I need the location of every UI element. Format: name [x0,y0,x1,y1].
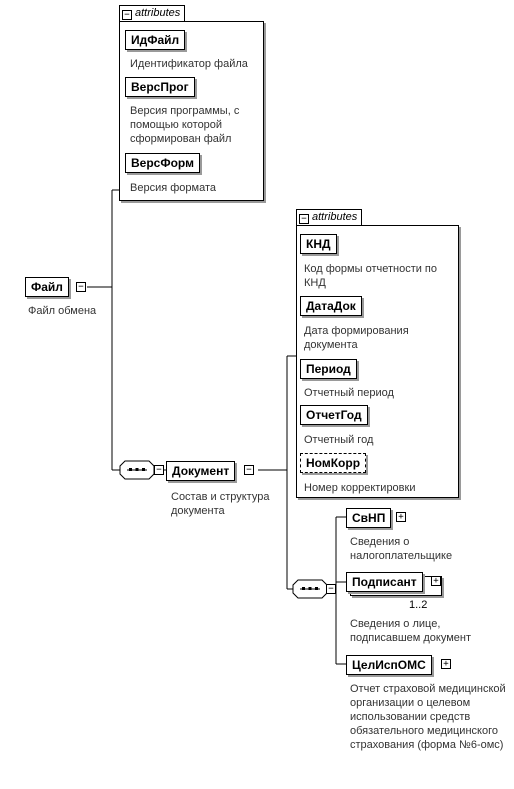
attr-datadok-box[interactable]: ДатаДок [300,296,362,316]
attr-versprog-box[interactable]: ВерсПрог [125,77,195,97]
child-podpisant-desc: Сведения о лице, подписавшем документ [350,618,472,644]
attr-otchetgod-box[interactable]: ОтчетГод [300,405,368,425]
child-celispoms-box[interactable]: ЦелИспОМС [346,655,432,675]
attr-period-label: Период [306,362,351,376]
root-element-label: Файл [31,280,63,294]
file-attributes-tab[interactable]: −attributes [119,5,186,21]
attr-versform-box[interactable]: ВерсФорм [125,153,200,173]
attr-idfile-desc: Идентификатор файла [130,58,248,70]
attr-idfile-label: ИдФайл [131,33,180,47]
doc-attributes-collapse-icon[interactable]: − [299,214,309,224]
child-svnp-expand-icon[interactable]: + [396,512,406,522]
attr-otchetgod-desc: Отчетный год [304,434,374,446]
attr-knd-box[interactable]: КНД [300,234,337,254]
document-collapse-icon[interactable]: − [244,465,254,475]
attr-idfile-box[interactable]: ИдФайл [125,30,186,50]
file-attributes-tab-label: attributes [135,7,181,19]
child-celispoms-expand-icon[interactable]: + [441,659,451,669]
attr-versform-label: ВерсФорм [131,156,194,170]
attr-otchetgod-label: ОтчетГод [306,408,362,422]
child-sequence-collapse-icon[interactable]: − [326,584,336,594]
document-element-box[interactable]: Документ [166,461,236,481]
attr-versform-desc: Версия формата [130,182,216,194]
attr-versprog-desc: Версия программы, с помощью которой сфор… [130,105,240,145]
attr-knd-desc: Код формы отчетности по КНД [304,263,438,289]
child-svnp-desc: Сведения о налогоплательщике [350,536,453,562]
root-collapse-icon[interactable]: − [76,282,86,292]
attr-nomkorr-box[interactable]: НомКорр [300,453,367,473]
child-podpisant-expand-icon[interactable]: + [431,576,441,586]
child-sequence-compositor-icon[interactable] [292,579,328,599]
child-svnp-box[interactable]: СвНП [346,508,392,528]
attr-period-desc: Отчетный период [304,387,394,399]
file-attributes-collapse-icon[interactable]: − [122,10,132,20]
attr-nomkorr-label: НомКорр [306,456,361,470]
root-element-desc: Файл обмена [28,305,97,317]
attr-versprog-label: ВерсПрог [131,80,189,94]
doc-attributes-tab[interactable]: −attributes [296,209,363,225]
child-celispoms-desc: Отчет страховой медицинской организации … [350,683,506,751]
child-podpisant-box[interactable]: Подписант [346,572,423,592]
sequence-collapse-icon[interactable]: − [154,465,164,475]
child-celispoms-label: ЦелИспОМС [352,658,426,672]
document-element-label: Документ [172,464,230,478]
root-element-box[interactable]: Файл [25,277,69,297]
attr-datadok-desc: Дата формирования документа [304,325,409,351]
child-podpisant-label: Подписант [352,575,417,589]
attr-knd-label: КНД [306,237,331,251]
document-element-desc: Состав и структура документа [171,491,270,517]
attr-datadok-label: ДатаДок [306,299,356,313]
sequence-compositor-icon[interactable] [119,460,155,480]
doc-attributes-tab-label: attributes [312,211,358,223]
attr-period-box[interactable]: Период [300,359,357,379]
child-svnp-label: СвНП [352,511,386,525]
child-podpisant-cardinality: 1..2 [409,599,428,611]
attr-nomkorr-desc: Номер корректировки [304,482,416,494]
